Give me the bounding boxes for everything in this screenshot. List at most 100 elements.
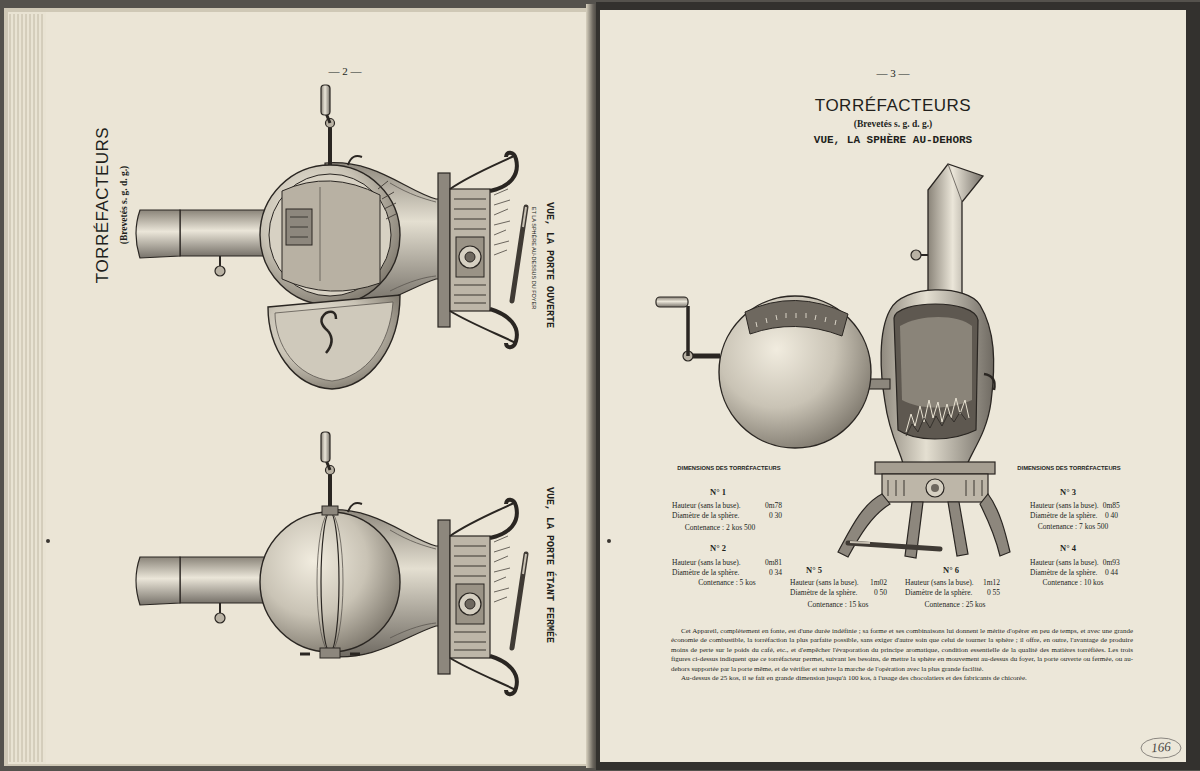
capacity: Contenance : 5 kos: [698, 579, 755, 588]
model-number: N° 5: [806, 566, 822, 576]
roaster-sphere-outside: [656, 297, 688, 307]
spec-value: 0m78: [765, 502, 782, 511]
roaster-sphere-outside: [656, 164, 1010, 558]
roaster-door-closed: [321, 512, 339, 652]
right-page: [607, 539, 611, 543]
spec-label: Diamètre de la sphère.: [1030, 512, 1097, 521]
spec-value: 0m85: [1103, 502, 1120, 511]
capacity: Contenance : 15 kos: [807, 601, 868, 610]
page-heading: TORRÉFACTEURS: [815, 96, 971, 116]
spec-value: 0 34: [769, 569, 782, 578]
left-page: [4, 8, 594, 766]
roaster-sphere-outside: [719, 296, 871, 448]
spec-label: Diamètre de la sphère.: [672, 512, 739, 521]
spec-label: Diamètre de la sphère.: [790, 589, 857, 598]
roaster-sphere-outside: [921, 254, 928, 256]
roaster-sphere-outside: [850, 542, 870, 543]
patent-note: (Brevetés s. g. d. g.): [119, 166, 130, 244]
capacity: Contenance : 10 kos: [1042, 579, 1103, 588]
roaster-sphere-outside: [906, 412, 966, 436]
roaster-sphere-outside: [900, 317, 972, 408]
model-number: N° 3: [1060, 488, 1076, 498]
roaster-door-open: [282, 181, 380, 291]
roaster-door-closed: [136, 432, 526, 694]
roaster-sphere-outside: [848, 543, 940, 549]
page-heading: TORRÉFACTEURS: [93, 127, 113, 283]
spec-value: 0 50: [874, 589, 887, 598]
capacity: Contenance : 25 kos: [924, 601, 985, 610]
roaster-sphere-outside: [881, 290, 994, 474]
roaster-door-open: [268, 295, 400, 389]
description-text: Au-dessus de 25 kos, il se fait en grand…: [671, 674, 1133, 683]
spec-value: 1m02: [870, 579, 887, 588]
roaster-door-closed: [320, 648, 340, 658]
figure-caption: VUE, LA SPHÈRE AU-DEHORS: [814, 134, 972, 147]
handwritten-number: 166: [1151, 740, 1171, 756]
roaster-door-open: [321, 312, 336, 353]
model-number: N° 2: [710, 544, 726, 554]
table-heading: DIMENSIONS DES TORRÉFACTEURS: [1017, 465, 1120, 472]
spec-value: 0 30: [769, 512, 782, 521]
right-page: [600, 10, 1186, 762]
left-page: [46, 12, 592, 764]
roaster-door-closed: [317, 512, 343, 652]
roaster-sphere-outside: [906, 398, 969, 432]
roaster-door-open: [378, 181, 396, 219]
roaster-sphere-outside: [948, 164, 962, 202]
spec-label: Hauteur (sans la buse).: [1030, 559, 1099, 568]
roaster-sphere-outside: [926, 479, 944, 497]
capacity: Contenance : 7 kos 500: [1038, 523, 1108, 532]
spec-value: 0m93: [1103, 559, 1120, 568]
left-page: [46, 539, 50, 543]
spec-label: Diamètre de la sphère.: [672, 569, 739, 578]
figure-caption: VUE, LA PORTE OUVERTE: [543, 202, 555, 328]
roaster-sphere-outside: [911, 250, 921, 260]
model-number: N° 6: [943, 566, 959, 576]
roaster-door-open: [269, 174, 391, 296]
roaster-sphere-outside: [756, 313, 836, 327]
right-page: [1141, 738, 1181, 758]
spec-label: Hauteur (sans la buse).: [790, 579, 859, 588]
roaster-door-closed: [322, 506, 338, 515]
roaster-sphere-outside: [948, 502, 968, 556]
model-number: N° 4: [1060, 544, 1076, 554]
page-number: — 2 —: [329, 65, 362, 78]
roaster-sphere-outside: [745, 300, 848, 336]
roaster-door-open: [260, 165, 400, 305]
spec-label: Hauteur (sans la buse).: [672, 502, 741, 511]
roaster-door-open: [320, 187, 321, 281]
roaster-sphere-outside: [931, 484, 939, 492]
roaster-door-closed: [136, 432, 526, 694]
spec-value: 0m81: [765, 559, 782, 568]
description-text: Cet Appareil, complètement en fonte, est…: [671, 627, 1133, 674]
spec-label: Diamètre de la sphère.: [1030, 569, 1097, 578]
left-page: [8, 12, 592, 764]
roaster-sphere-outside: [875, 462, 995, 474]
roaster-sphere-outside: [888, 480, 982, 496]
roaster-door-closed: [260, 512, 400, 652]
spec-label: Hauteur (sans la buse).: [672, 559, 741, 568]
roaster-door-open: [286, 209, 312, 245]
capacity: Contenance : 2 kos 500: [685, 524, 755, 533]
spec-value: 1m12: [983, 579, 1000, 588]
figure-caption: ET LA SPHÈRE AU-DESSUS DU FOYER: [531, 207, 537, 309]
right-page: [596, 2, 1200, 770]
roaster-sphere-outside: [686, 306, 690, 356]
spec-value: 0 44: [1105, 569, 1118, 578]
roaster-sphere-outside: [980, 494, 1010, 556]
roaster-door-open: [136, 85, 526, 389]
roaster-sphere-outside: [894, 304, 978, 439]
roaster-door-open: [275, 302, 393, 381]
spec-label: Diamètre de la sphère.: [905, 589, 972, 598]
right-page: [596, 2, 1200, 770]
description-block: Cet Appareil, complètement en fonte, est…: [671, 627, 1133, 683]
left-page: [10, 14, 42, 762]
patent-note: (Brevetés s. g. d. g.): [854, 119, 932, 130]
roaster-door-open: [290, 217, 308, 237]
roaster-sphere-outside: [984, 374, 995, 390]
spec-label: Hauteur (sans la buse).: [1030, 502, 1099, 511]
spec-value: 0 55: [987, 589, 1000, 598]
roaster-sphere-outside: [882, 474, 988, 502]
spec-label: Hauteur (sans la buse).: [905, 579, 974, 588]
spec-value: 0 40: [1105, 512, 1118, 521]
